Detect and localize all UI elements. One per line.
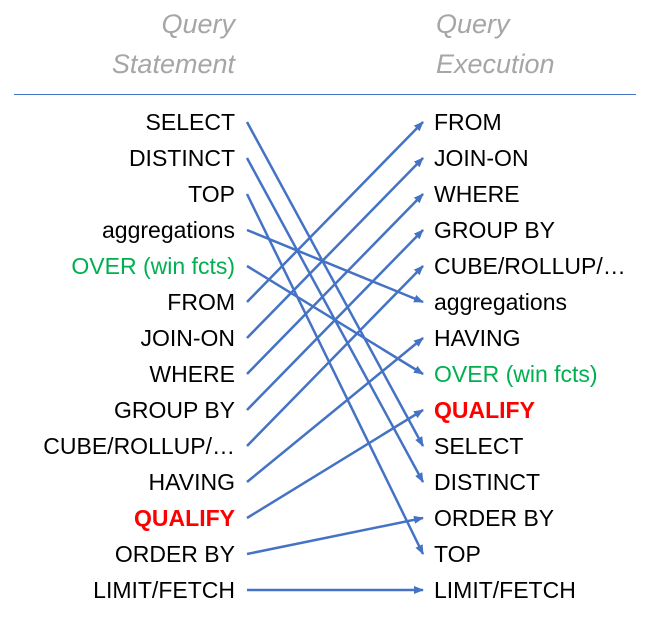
arrow-qualify — [246, 408, 424, 520]
execution-item-cube-rollup: CUBE/ROLLUP/… — [434, 253, 626, 279]
execution-item-select: SELECT — [434, 433, 524, 459]
execution-item-where: WHERE — [434, 181, 520, 207]
statement-item-group-by: GROUP BY — [114, 397, 235, 423]
statement-item-aggregations: aggregations — [102, 217, 235, 243]
statement-item-join-on: JOIN-ON — [140, 325, 235, 351]
execution-item-aggregations: aggregations — [434, 289, 567, 315]
statement-item-limit-fetch: LIMIT/FETCH — [93, 577, 235, 603]
arrow-join-on — [246, 157, 424, 339]
statement-item-where: WHERE — [149, 361, 235, 387]
execution-item-qualify: QUALIFY — [434, 397, 535, 423]
statement-item-order-by: ORDER BY — [114, 541, 235, 567]
statement-header: Query Statement — [111, 9, 235, 79]
execution-item-order-by: ORDER BY — [434, 505, 555, 531]
statement-item-from: FROM — [167, 289, 235, 315]
arrow-order-by — [246, 515, 424, 556]
execution-item-having: HAVING — [434, 325, 521, 351]
arrow-having — [246, 337, 424, 483]
arrow-aggregations — [246, 228, 424, 304]
arrow-group-by — [246, 229, 424, 411]
header-divider — [14, 94, 636, 95]
statement-item-qualify: QUALIFY — [134, 505, 235, 531]
statement-item-having: HAVING — [148, 469, 235, 495]
statement-item-select: SELECT — [145, 109, 235, 135]
arrow-cube-rollup — [246, 265, 424, 447]
execution-item-top: TOP — [434, 541, 481, 567]
arrow-from — [246, 121, 424, 303]
statement-item-over-win-fcts: OVER (win fcts) — [71, 253, 235, 279]
execution-item-join-on: JOIN-ON — [434, 145, 529, 171]
execution-item-distinct: DISTINCT — [434, 469, 541, 495]
execution-header: Query Execution — [436, 9, 555, 79]
statement-item-distinct: DISTINCT — [128, 145, 235, 171]
execution-item-limit-fetch: LIMIT/FETCH — [434, 577, 576, 603]
arrow-top — [245, 193, 425, 555]
statement-item-cube-rollup: CUBE/ROLLUP/… — [43, 433, 235, 459]
statement-item-top: TOP — [188, 181, 235, 207]
arrow-where — [246, 193, 424, 375]
execution-item-from: FROM — [434, 109, 502, 135]
execution-item-group-by: GROUP BY — [434, 217, 555, 243]
execution-item-over-win-fcts: OVER (win fcts) — [434, 361, 598, 387]
